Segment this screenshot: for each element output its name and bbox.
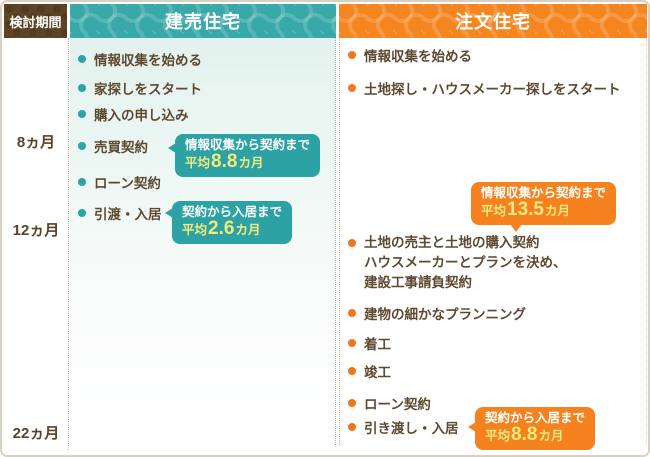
chumon-step-land-search: 土地探し・ハウスメーカー探しをスタート — [348, 78, 621, 98]
step-line: 土地の売主と土地の購入契約 — [364, 235, 540, 250]
period-column-header: 検討期間 — [4, 4, 67, 38]
arrow-left-icon — [468, 422, 476, 432]
time-marker-12months: 12ヵ月 — [12, 222, 60, 239]
arrow-left-icon — [168, 143, 176, 153]
arrow-left-icon — [165, 208, 173, 218]
bullet-icon — [348, 423, 356, 431]
step-label: 引き渡し・入居 — [364, 421, 459, 436]
tateuri-step-sales-contract: 売買契約 — [78, 136, 148, 156]
chumon-avg-movein-bubble: 契約から入居まで 平均8.8カ月 — [468, 407, 596, 450]
period-header-label: 検討期間 — [9, 14, 62, 30]
step-line: ハウスメーカーとプランを決め、 — [364, 255, 567, 270]
tateuri-header-label: 建売住宅 — [165, 12, 241, 32]
tateuri-step-info-gathering: 情報収集を始める — [78, 49, 202, 69]
avg-unit: カ月 — [235, 223, 261, 237]
chumon-header-label: 注文住宅 — [455, 12, 531, 32]
bullet-icon — [78, 178, 86, 186]
bubble-caption: 契約から入居まで — [485, 411, 586, 425]
bubble-average: 平均2.6カ月 — [182, 218, 282, 239]
timeline-marker-column: 8ヵ月 12ヵ月 22ヵ月 — [4, 38, 69, 450]
step-label: 竣工 — [364, 365, 391, 380]
bullet-icon — [348, 51, 356, 59]
tateuri-column-header: 建売住宅 — [70, 4, 336, 38]
arrow-down-icon — [510, 224, 522, 232]
chumon-step-construction-start: 着工 — [348, 333, 391, 353]
tateuri-step-house-search: 家探しをスタート — [78, 78, 202, 98]
bubble-average: 平均8.8カ月 — [185, 151, 310, 172]
bullet-icon — [348, 309, 356, 317]
avg-value: 2.6 — [208, 218, 235, 239]
tateuri-avg-contract-bubble: 情報収集から契約まで 平均8.8カ月 — [168, 134, 321, 177]
tateuri-avg-movein-bubble: 契約から入居まで 平均2.6カ月 — [165, 201, 293, 244]
avg-word: 平均 — [185, 156, 211, 170]
time-marker-8months: 8ヵ月 — [16, 134, 56, 151]
bullet-icon — [78, 209, 86, 217]
avg-word: 平均 — [182, 223, 208, 237]
bubble-caption: 情報収集から契約まで — [481, 186, 607, 200]
avg-word: 平均 — [481, 204, 507, 218]
avg-unit: カ月 — [545, 204, 571, 218]
avg-word: 平均 — [485, 429, 511, 443]
step-label: 家探しをスタート — [94, 82, 202, 97]
avg-unit: カ月 — [538, 429, 564, 443]
bubble-average: 平均8.8カ月 — [485, 424, 585, 445]
chumon-avg-contract-bubble: 情報収集から契約まで 平均13.5カ月 — [471, 182, 617, 232]
bullet-icon — [348, 339, 356, 347]
chumon-step-detailed-planning: 建物の細かなプランニング — [348, 303, 526, 323]
bubble-caption: 情報収集から契約まで — [185, 138, 311, 152]
chumon-step-land-contract: 土地の売主と土地の購入契約 ハウスメーカーとプランを決め、 建設工事請負契約 — [348, 233, 567, 293]
step-label: 着工 — [364, 337, 391, 352]
step-label: ローン契約 — [94, 176, 161, 191]
bullet-icon — [348, 367, 356, 375]
tateuri-step-loan-contract: ローン契約 — [78, 172, 161, 192]
bubble-caption: 契約から入居まで — [182, 205, 283, 219]
step-label: 建物の細かなプランニング — [364, 307, 526, 322]
step-line: 建設工事請負契約 — [364, 275, 472, 290]
chumon-step-completion: 竣工 — [348, 361, 391, 381]
bullet-icon — [348, 239, 356, 247]
avg-value: 13.5 — [507, 199, 544, 220]
bullet-icon — [78, 84, 86, 92]
chumon-step-loan-contract: ローン契約 — [348, 393, 431, 413]
avg-value: 8.8 — [511, 424, 538, 445]
bullet-icon — [348, 399, 356, 407]
step-label: 引渡・入居 — [94, 207, 162, 222]
avg-value: 8.8 — [211, 151, 238, 172]
step-label: 購入の申し込み — [94, 108, 189, 123]
bullet-icon — [348, 84, 356, 92]
step-label: 売買契約 — [94, 140, 148, 155]
chumon-step-move-in: 引き渡し・入居 — [348, 417, 459, 437]
bubble-average: 平均13.5カ月 — [481, 199, 606, 220]
tateuri-step-move-in: 引渡・入居 — [78, 203, 162, 223]
bullet-icon — [78, 55, 86, 63]
chumon-step-info-gathering: 情報収集を始める — [348, 45, 472, 65]
step-label-multiline: 土地の売主と土地の購入契約 ハウスメーカーとプランを決め、 建設工事請負契約 — [364, 233, 567, 293]
avg-unit: カ月 — [238, 156, 264, 170]
step-label: 情報収集を始める — [94, 53, 202, 68]
step-label: 土地探し・ハウスメーカー探しをスタート — [364, 82, 621, 97]
chumon-column: 情報収集を始める 土地探し・ハウスメーカー探しをスタート 土地の売主と土地の購入… — [339, 38, 647, 450]
chumon-column-header: 注文住宅 — [339, 4, 647, 38]
time-marker-22months: 22ヵ月 — [12, 425, 60, 442]
bullet-icon — [78, 110, 86, 118]
step-label: 情報収集を始める — [364, 49, 472, 64]
bullet-icon — [78, 142, 86, 150]
step-label: ローン契約 — [364, 397, 431, 412]
tateuri-step-application: 購入の申し込み — [78, 104, 189, 124]
tateuri-column: 情報収集を始める 家探しをスタート 購入の申し込み 売買契約 ローン契約 引渡・… — [70, 38, 336, 445]
